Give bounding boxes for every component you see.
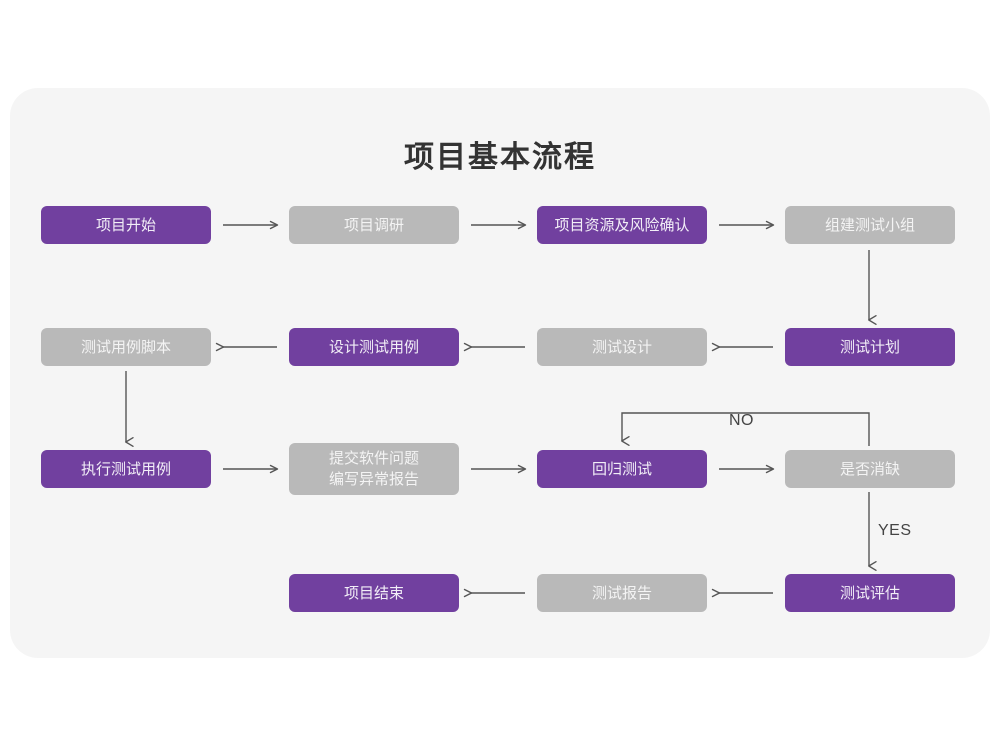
node-test-plan[interactable]: 测试计划 xyxy=(785,328,955,366)
node-regression-test[interactable]: 回归测试 xyxy=(537,450,707,488)
node-execute-test-case[interactable]: 执行测试用例 xyxy=(41,450,211,488)
edge-label-no: NO xyxy=(729,412,754,429)
node-project-research[interactable]: 项目调研 xyxy=(289,206,459,244)
node-test-evaluation[interactable]: 测试评估 xyxy=(785,574,955,612)
node-test-case-script[interactable]: 测试用例脚本 xyxy=(41,328,211,366)
diagram-card xyxy=(10,88,990,658)
node-project-start[interactable]: 项目开始 xyxy=(41,206,211,244)
node-design-test-case[interactable]: 设计测试用例 xyxy=(289,328,459,366)
node-submit-issue-report[interactable]: 提交软件问题 编写异常报告 xyxy=(289,443,459,495)
node-submit-issue-report-line1: 提交软件问题 xyxy=(328,450,419,467)
node-form-test-team[interactable]: 组建测试小组 xyxy=(785,206,955,244)
node-test-report[interactable]: 测试报告 xyxy=(537,574,707,612)
node-project-end[interactable]: 项目结束 xyxy=(289,574,459,612)
node-submit-issue-report-line2: 编写异常报告 xyxy=(328,471,419,488)
edge-label-yes: YES xyxy=(878,522,912,539)
node-defect-cleared[interactable]: 是否消缺 xyxy=(785,450,955,488)
page-title: 项目基本流程 xyxy=(404,141,596,174)
node-resource-risk-confirm[interactable]: 项目资源及风险确认 xyxy=(537,206,707,244)
node-test-design[interactable]: 测试设计 xyxy=(537,328,707,366)
